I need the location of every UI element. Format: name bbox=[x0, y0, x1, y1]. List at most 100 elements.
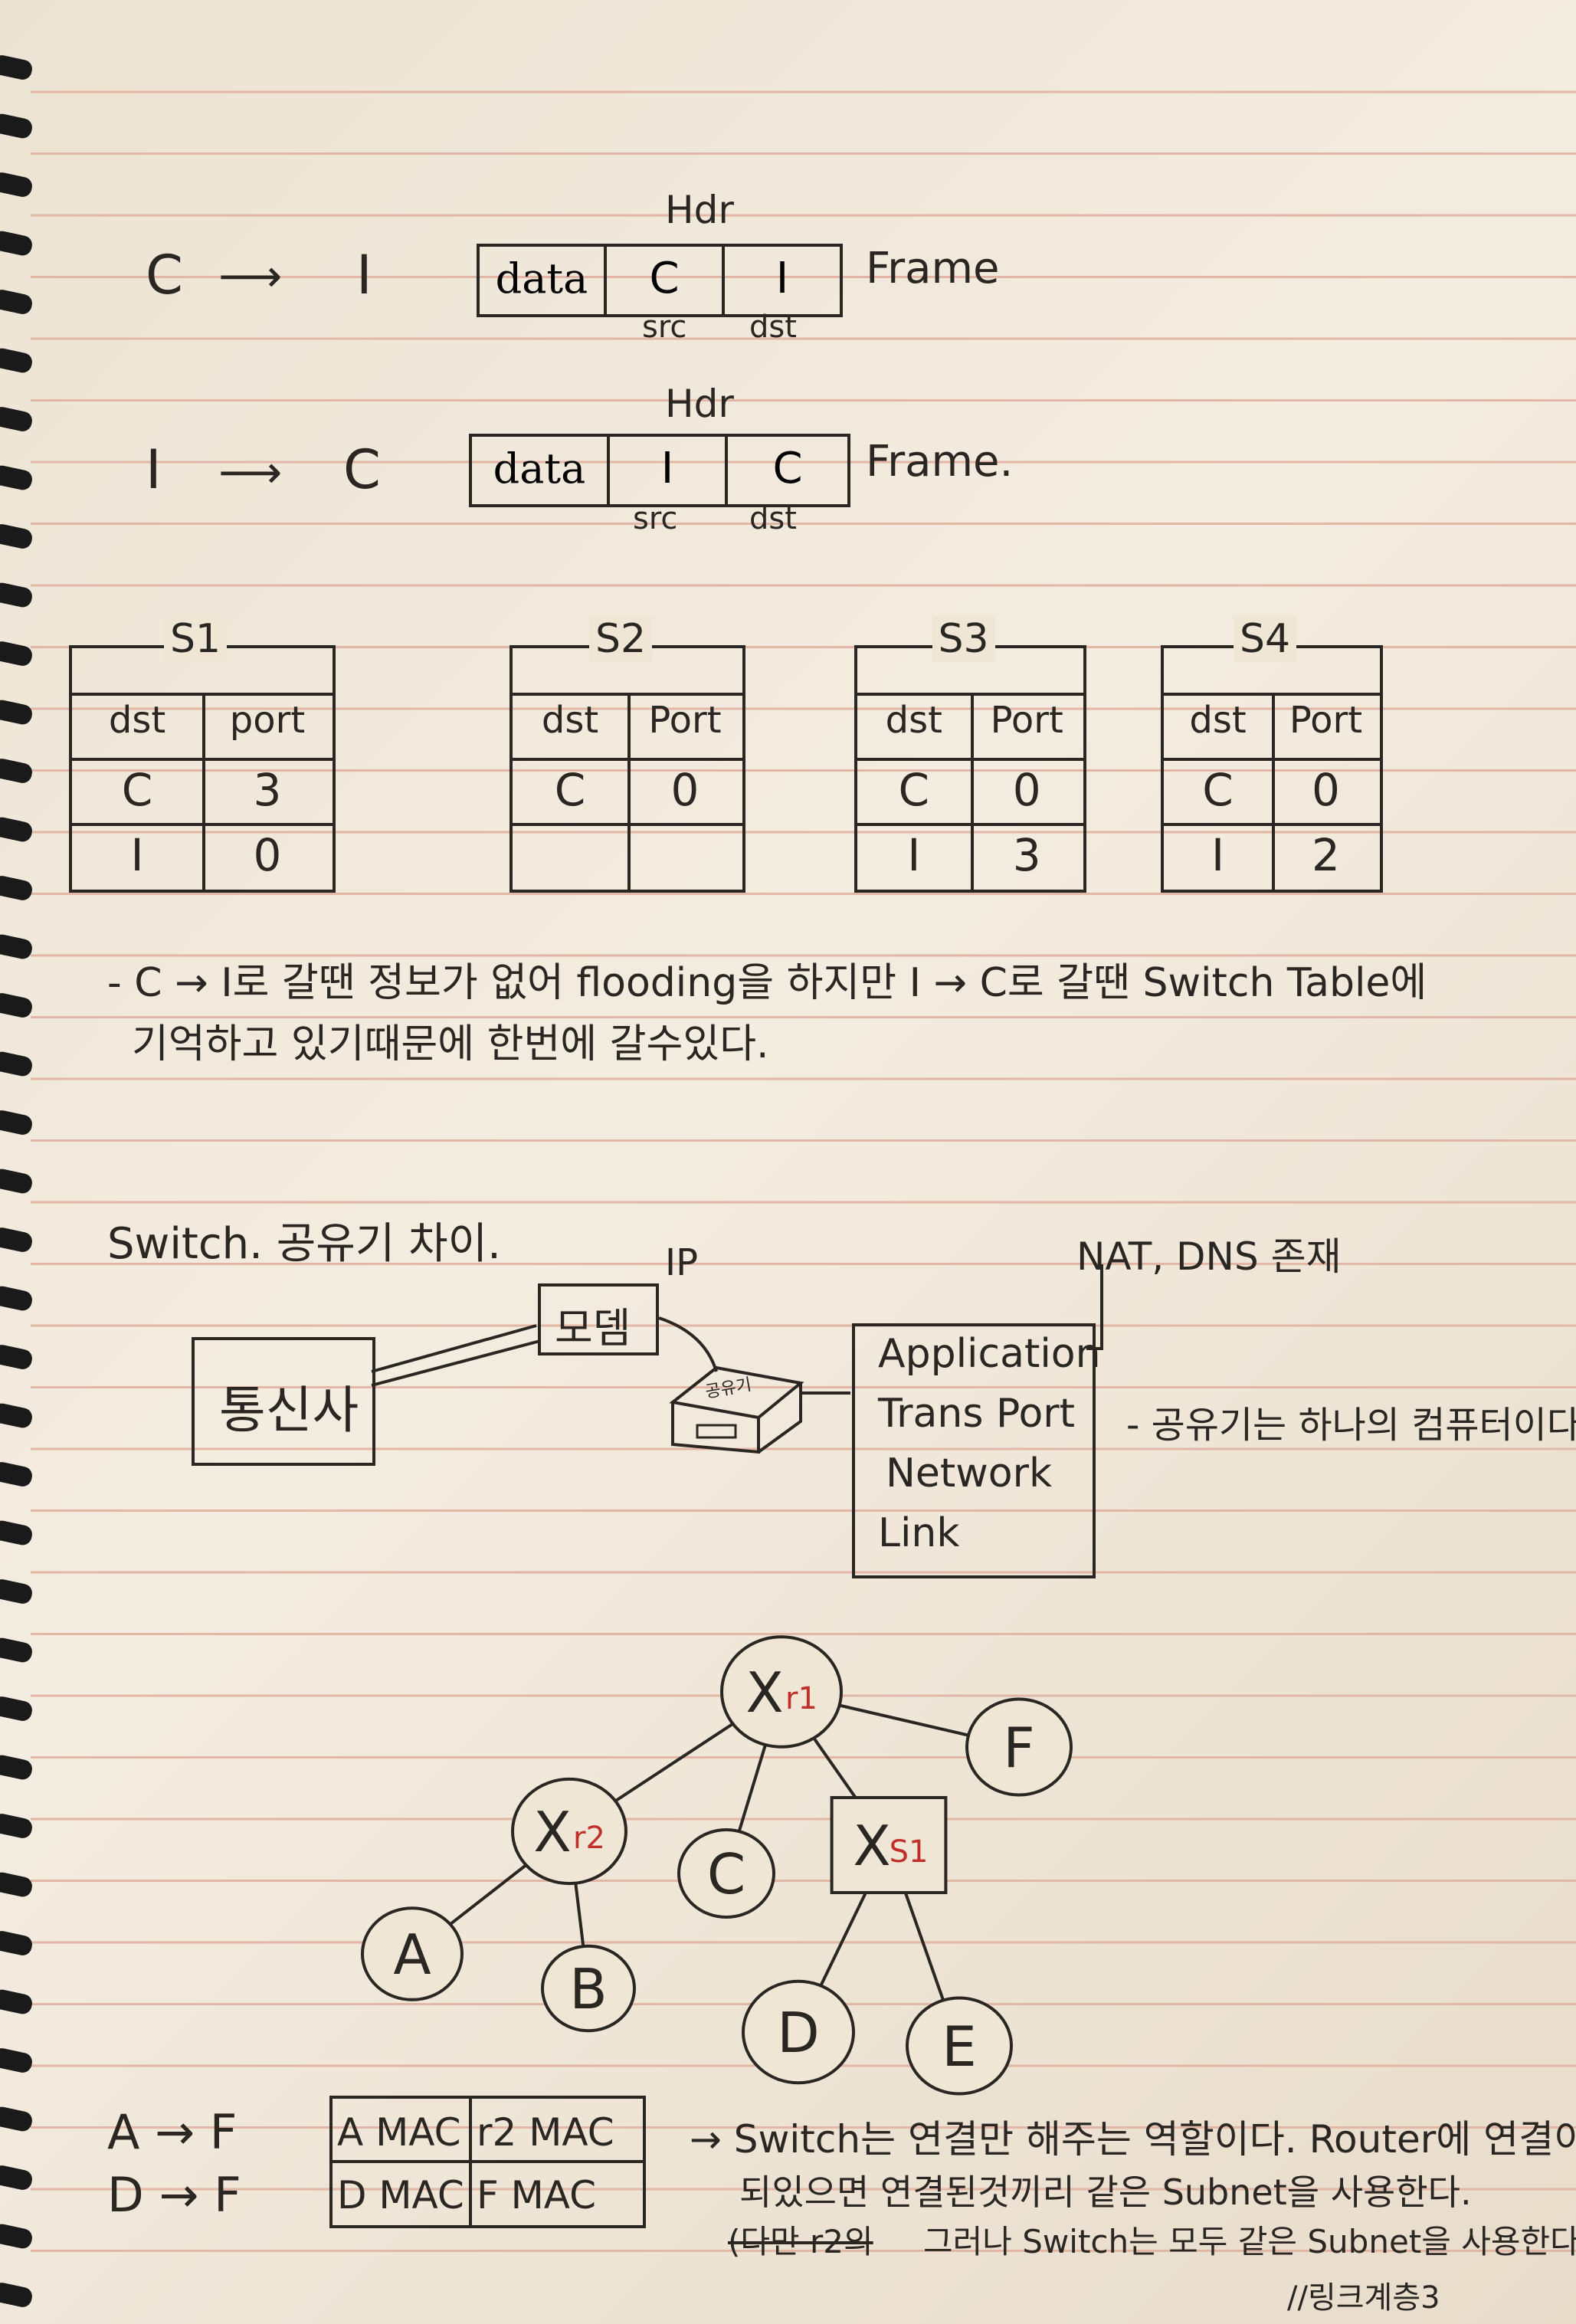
mac-path: D → F bbox=[107, 2167, 241, 2223]
spiral-ring bbox=[0, 817, 32, 842]
frame2-to: C bbox=[343, 438, 381, 501]
note1-line2: 기억하고 있기때문에 한번에 갈수있다. bbox=[132, 1021, 769, 1067]
table-cell: 3 bbox=[253, 764, 282, 816]
spiral-ring bbox=[0, 1286, 32, 1311]
mac-cell: A MAC bbox=[337, 2110, 461, 2155]
mac-table-border bbox=[329, 2096, 646, 2228]
table-cell: 0 bbox=[1012, 764, 1041, 816]
isp-label: 통신사 bbox=[219, 1381, 359, 1440]
frame2-arrow: ⟶ bbox=[218, 446, 283, 498]
spiral-ring bbox=[0, 2165, 32, 2190]
switch-table-title: S4 bbox=[1234, 616, 1297, 662]
spiral-ring bbox=[0, 2048, 32, 2073]
table-cell: C bbox=[121, 764, 153, 816]
spiral-ring bbox=[0, 934, 32, 959]
spiral-ring bbox=[0, 1872, 32, 1897]
spiral-ring bbox=[0, 582, 32, 608]
spiral-ring bbox=[0, 1051, 32, 1077]
note2-struck-text: (다만 r2의 bbox=[728, 2223, 873, 2260]
tree-node-d bbox=[742, 1979, 855, 2085]
spiral-ring bbox=[0, 993, 32, 1018]
layer-transport: Trans Port bbox=[878, 1391, 1076, 1437]
switch-table-title: S3 bbox=[932, 616, 995, 662]
tree-node-label: X bbox=[533, 1800, 571, 1864]
tree-node-label: B bbox=[569, 1957, 607, 2021]
frame1-hdr: Hdr bbox=[665, 188, 734, 232]
spiral-ring bbox=[0, 348, 32, 373]
layer-link: Link bbox=[878, 1510, 960, 1556]
spiral-ring bbox=[0, 641, 32, 666]
spiral-ring bbox=[0, 524, 32, 549]
spiral-ring bbox=[0, 1931, 32, 1955]
isp-box: 통신사 bbox=[192, 1337, 375, 1466]
table-cell: I bbox=[1211, 829, 1225, 881]
frame2-from: I bbox=[146, 438, 162, 501]
spiral-ring bbox=[0, 2106, 32, 2132]
note2-line2: 되있으면 연결된것끼리 같은 Subnet을 사용한다. bbox=[739, 2172, 1472, 2213]
tree-node-label: C bbox=[707, 1842, 745, 1906]
spiral-ring bbox=[0, 55, 32, 80]
frame2-cell-data: data bbox=[472, 437, 610, 504]
frame2-cell-src: I bbox=[610, 437, 728, 504]
tree-node-sublabel: r1 bbox=[785, 1681, 817, 1716]
tree-node-e bbox=[906, 1996, 1013, 2096]
mac-cell: F MAC bbox=[477, 2173, 597, 2217]
switch-table-title: S1 bbox=[164, 616, 228, 662]
tree-node-sublabel: r2 bbox=[573, 1821, 605, 1856]
column-header-dst: dst bbox=[1189, 699, 1247, 742]
frame1-dst: dst bbox=[749, 310, 797, 345]
spiral-ring bbox=[0, 1169, 32, 1194]
column-header-dst: dst bbox=[108, 699, 166, 742]
tree-node-label: E bbox=[942, 2014, 977, 2079]
tree-node-label: A bbox=[393, 1922, 431, 1987]
layers-box: Application Trans Port Network Link bbox=[852, 1323, 1101, 1578]
table-column-divider bbox=[1272, 693, 1275, 890]
spiral-ring bbox=[0, 2283, 32, 2307]
tree-node-label: F bbox=[1003, 1716, 1034, 1780]
table-cell: 0 bbox=[1312, 764, 1340, 816]
spiral-ring bbox=[0, 1462, 32, 1487]
column-header-dst: dst bbox=[885, 699, 942, 742]
frame1-cell-dst: I bbox=[775, 254, 789, 303]
table-column-divider bbox=[202, 693, 205, 890]
column-header-port: Port bbox=[1289, 699, 1363, 742]
tree-node-xs1 bbox=[830, 1796, 948, 1894]
section2-title: Switch. 공유기 차이. bbox=[107, 1219, 501, 1269]
spiral-ring bbox=[0, 290, 32, 314]
spiral-ring bbox=[0, 407, 32, 431]
tree-node-xr2 bbox=[511, 1777, 627, 1886]
table-cell: 2 bbox=[1312, 829, 1340, 881]
spiral-ring bbox=[0, 1755, 32, 1780]
spiral-ring bbox=[0, 465, 32, 490]
tree-node-c bbox=[677, 1827, 775, 1919]
frame1-from: C bbox=[146, 244, 183, 306]
spiral-ring bbox=[0, 700, 32, 725]
spiral-ring bbox=[0, 1579, 32, 1604]
switch-table-title: S2 bbox=[589, 616, 653, 662]
mac-cell: r2 MAC bbox=[477, 2110, 614, 2155]
tree-node-label: D bbox=[777, 2001, 819, 2065]
frame1-cell-src: C bbox=[607, 247, 725, 314]
tree-node-label: X bbox=[745, 1660, 783, 1725]
mac-path: A → F bbox=[107, 2104, 238, 2160]
tree-node-label: X bbox=[853, 1814, 890, 1878]
frame1-box: data C I bbox=[477, 244, 843, 317]
spiral-ring bbox=[0, 1228, 32, 1252]
note1-line1: - C → I로 갈땐 정보가 없어 flooding을 하지만 I → C로 … bbox=[107, 960, 1427, 1006]
table-cell: I bbox=[130, 829, 144, 881]
frame2-hdr: Hdr bbox=[665, 382, 734, 426]
tree-node-sublabel: S1 bbox=[890, 1834, 929, 1870]
frame1-arrow: ⟶ bbox=[218, 250, 283, 302]
note2-line3: 그러나 Switch는 모두 같은 Subnet을 사용한다 bbox=[923, 2223, 1576, 2260]
spiral-ring bbox=[0, 1520, 32, 1546]
frame2-dst: dst bbox=[749, 501, 797, 536]
modem-box: 모뎀 bbox=[538, 1283, 659, 1355]
table-cell: I bbox=[907, 829, 921, 881]
column-header-port: Port bbox=[990, 699, 1063, 742]
